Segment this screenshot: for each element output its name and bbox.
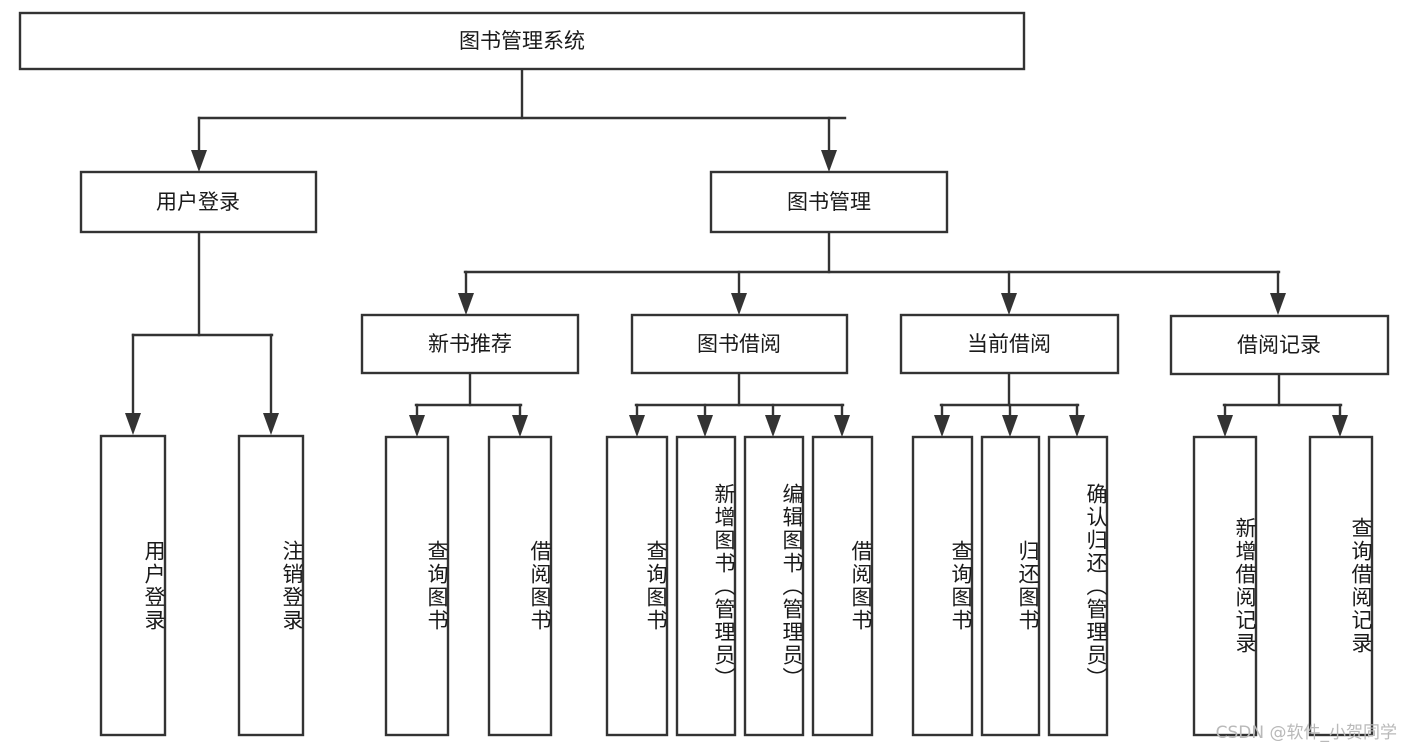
leaf-box-query-record[interactable] bbox=[1308, 435, 1374, 737]
leaf-box-borrow-book-1[interactable] bbox=[487, 435, 553, 737]
leaf-box-edit-book[interactable] bbox=[743, 435, 805, 737]
connector-root-to-level2 bbox=[191, 67, 847, 172]
leaf-box-query-book-2[interactable] bbox=[605, 435, 669, 737]
node-borrow-record[interactable]: 借阅记录 bbox=[1169, 314, 1390, 376]
connector-book-borrow-to-leaves bbox=[629, 371, 850, 437]
connector-new-book-to-leaves bbox=[409, 371, 528, 437]
arrow-icon bbox=[263, 413, 279, 435]
connector-borrow-record-to-leaves bbox=[1217, 372, 1348, 437]
leaf-box-query-book-3[interactable] bbox=[911, 435, 974, 737]
arrow-icon bbox=[1001, 293, 1017, 315]
arrow-icon bbox=[1217, 415, 1233, 437]
arrow-icon bbox=[629, 415, 645, 437]
node-current-borrow-box[interactable] bbox=[899, 313, 1120, 375]
node-root[interactable]: 图书管理系统 bbox=[18, 11, 1026, 71]
node-book-manage[interactable]: 图书管理 bbox=[709, 170, 949, 234]
node-current-borrow[interactable]: 当前借阅 bbox=[899, 313, 1120, 375]
node-book-manage-box[interactable] bbox=[709, 170, 949, 234]
arrow-icon bbox=[765, 415, 781, 437]
arrow-icon bbox=[697, 415, 713, 437]
arrow-icon bbox=[821, 150, 837, 172]
node-new-book-recommend-box[interactable] bbox=[360, 313, 580, 375]
node-borrow-record-box[interactable] bbox=[1169, 314, 1390, 376]
node-book-borrow-box[interactable] bbox=[630, 313, 849, 375]
node-root-label: 图书管理系统 bbox=[459, 29, 585, 53]
arrow-icon bbox=[731, 293, 747, 315]
watermark: CSDN @软件_小贺同学 bbox=[1215, 723, 1397, 743]
arrow-icon bbox=[191, 150, 207, 172]
leaf-box-user-login[interactable] bbox=[99, 434, 167, 737]
node-new-book-recommend-label: 新书推荐 bbox=[428, 332, 512, 356]
node-root-box[interactable] bbox=[18, 11, 1026, 71]
leaf-box-query-book-1[interactable] bbox=[384, 435, 450, 737]
arrow-icon bbox=[409, 415, 425, 437]
node-book-borrow-label: 图书借阅 bbox=[697, 332, 781, 356]
node-user-login[interactable]: 用户登录 bbox=[79, 170, 318, 234]
leaf-box-add-record[interactable] bbox=[1192, 435, 1258, 737]
arrow-icon bbox=[1270, 293, 1286, 315]
arrow-icon bbox=[1332, 415, 1348, 437]
arrow-icon bbox=[1002, 415, 1018, 437]
leaf-box-user-logout[interactable] bbox=[237, 434, 305, 737]
leaf-box-return-book[interactable] bbox=[980, 435, 1041, 737]
node-borrow-record-label: 借阅记录 bbox=[1237, 333, 1321, 357]
arrow-icon bbox=[934, 415, 950, 437]
connector-current-borrow-to-leaves bbox=[934, 371, 1085, 437]
node-current-borrow-label: 当前借阅 bbox=[967, 332, 1051, 356]
node-user-login-label: 用户登录 bbox=[156, 190, 240, 214]
arrow-icon bbox=[834, 415, 850, 437]
arrow-icon bbox=[1069, 415, 1085, 437]
arrow-icon bbox=[458, 293, 474, 315]
arrow-icon bbox=[125, 413, 141, 435]
connector-user-login-to-leaves bbox=[125, 230, 279, 435]
leaf-box-confirm-return[interactable] bbox=[1047, 435, 1109, 737]
leaf-box-add-book[interactable] bbox=[675, 435, 737, 737]
leaf-box-borrow-book-2[interactable] bbox=[811, 435, 874, 737]
node-user-login-box[interactable] bbox=[79, 170, 318, 234]
node-new-book-recommend[interactable]: 新书推荐 bbox=[360, 313, 580, 375]
connector-book-manage-to-level3 bbox=[458, 230, 1286, 315]
node-book-borrow[interactable]: 图书借阅 bbox=[630, 313, 849, 375]
arrow-icon bbox=[512, 415, 528, 437]
node-book-manage-label: 图书管理 bbox=[787, 190, 871, 214]
